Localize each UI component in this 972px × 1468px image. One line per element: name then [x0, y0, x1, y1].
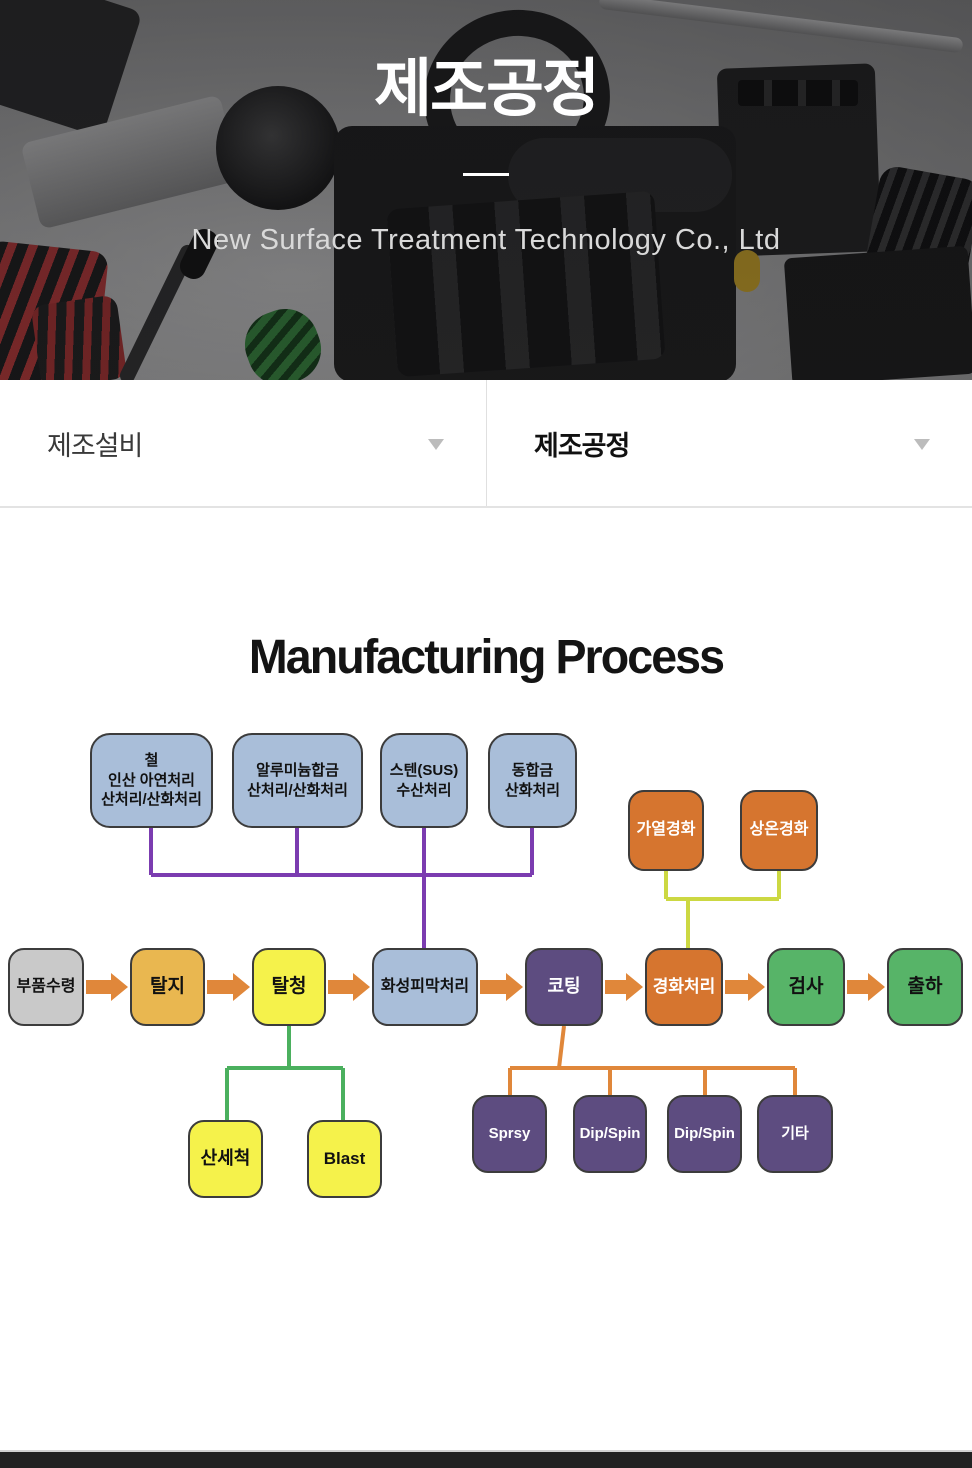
diagram-node-heat-curing: 가열경화 [628, 790, 704, 871]
diagram-node-dip-spin-1: Dip/Spin [573, 1095, 647, 1173]
arrow-right-icon [480, 973, 523, 1001]
footer-bar [0, 1452, 972, 1468]
hero-background-photo [0, 0, 972, 380]
diagram-node-parts-receiving: 부품수령 [8, 948, 84, 1026]
diagram-node-aluminum-pretreatment: 알루미늄합금 산처리/산화처리 [232, 733, 363, 828]
section-title: Manufacturing Process [248, 631, 725, 684]
diagram-node-shipping: 출하 [887, 948, 963, 1026]
arrow-right-icon [847, 973, 885, 1001]
diagram-node-dip-spin-2: Dip/Spin [667, 1095, 742, 1173]
arrow-right-icon [328, 973, 370, 1001]
diagram-node-derusting: 탈청 [252, 948, 326, 1026]
diagram-node-other: 기타 [757, 1095, 833, 1173]
diagram-node-acid-cleaning: 산세척 [188, 1120, 263, 1198]
diagram-node-inspection: 검사 [767, 948, 845, 1026]
menu-item-label: 제조설비 [47, 430, 143, 461]
menu-item-manufacturing-equipment[interactable]: 제조설비 [0, 380, 486, 506]
arrow-right-icon [86, 973, 128, 1001]
diagram-node-chemical-conversion: 화성피막처리 [372, 948, 478, 1026]
flow-arrow-icons [86, 973, 885, 1001]
section-menu-bar: 제조설비 제조공정 [0, 380, 972, 508]
chevron-down-icon [914, 439, 930, 450]
derust-connector-line [225, 1026, 345, 1121]
arrow-right-icon [725, 973, 765, 1001]
footer-divider [0, 1450, 972, 1452]
diagram-node-curing-treatment: 경화처리 [645, 948, 723, 1026]
diagram-node-copper-pretreatment: 동합금 산화처리 [488, 733, 577, 828]
title-underline-divider [463, 173, 509, 176]
manufacturing-process-diagram: 철 인산 아연처리 산처리/산화처리 알루미늄합금 산처리/산화처리 스텐(SU… [0, 723, 972, 1223]
diagram-connector-lines [86, 828, 885, 1121]
pretreatment-connector-line [149, 828, 534, 948]
diagram-node-room-temp-curing: 상온경화 [740, 790, 818, 871]
arrow-right-icon [207, 973, 250, 1001]
hero-photo-dipstick-shape [734, 250, 760, 292]
page-title: 제조공정 [374, 54, 600, 124]
diagram-node-coating: 코팅 [525, 948, 603, 1026]
menu-item-manufacturing-process[interactable]: 제조공정 [486, 380, 972, 506]
hero-photo-brake-booster-shape [216, 86, 340, 210]
coating-connector-line [508, 1025, 797, 1096]
hero-banner: 제조공정 New Surface Treatment Technology Co… [0, 0, 972, 380]
hero-dark-overlay [0, 0, 972, 380]
hero-photo-airbox-vents-shape [738, 80, 858, 106]
menu-item-label: 제조공정 [534, 430, 630, 461]
arrow-right-icon [605, 973, 643, 1001]
diagram-node-spray: Sprsy [472, 1095, 547, 1173]
hero-subtitle: New Surface Treatment Technology Co., Lt… [191, 224, 781, 256]
diagram-node-blast: Blast [307, 1120, 382, 1198]
diagram-node-degreasing: 탈지 [130, 948, 205, 1026]
diagram-node-steel-pretreatment: 철 인산 아연처리 산처리/산화처리 [90, 733, 213, 828]
chevron-down-icon [428, 439, 444, 450]
diagram-node-sus-pretreatment: 스텐(SUS) 수산처리 [380, 733, 468, 828]
curing-connector-line [664, 871, 781, 948]
